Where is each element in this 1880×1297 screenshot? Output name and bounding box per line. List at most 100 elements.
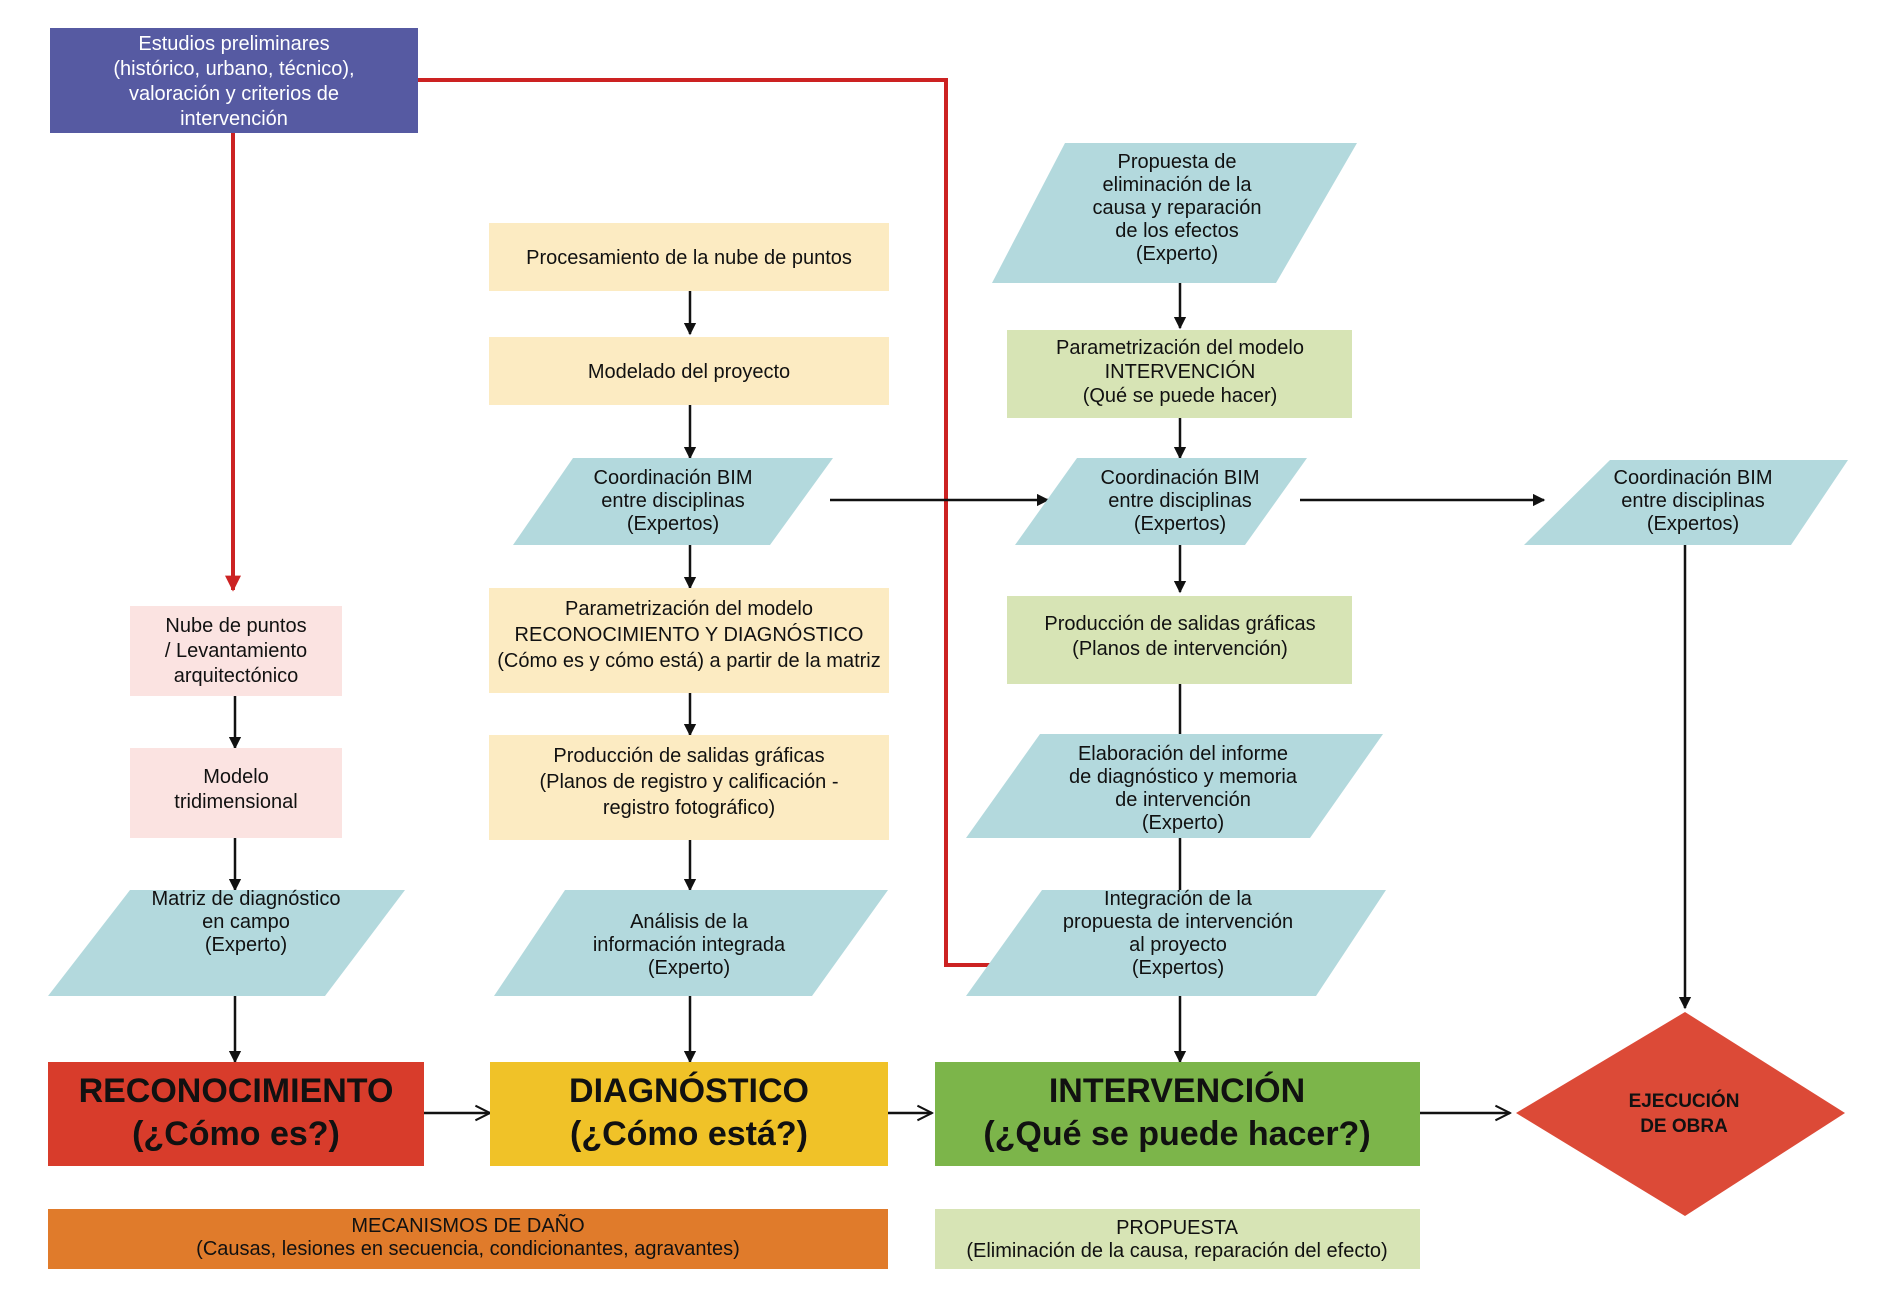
label-coord1-line-2: entre disciplinas bbox=[601, 490, 744, 512]
label-intervencion-line-1: INTERVENCIÓN bbox=[1049, 1072, 1305, 1110]
label-param-rd-line-3: (Cómo es y cómo está) a partir de la mat… bbox=[497, 650, 880, 672]
label-coord1-line-3: (Expertos) bbox=[627, 513, 719, 535]
box-propuesta bbox=[935, 1209, 1420, 1269]
label-coord1-line-1: Coordinación BIM bbox=[594, 467, 753, 489]
box-mecanismos bbox=[48, 1209, 888, 1269]
label-propuesta-line-1: PROPUESTA bbox=[1116, 1217, 1239, 1239]
label-propuesta-elim-line-5: (Experto) bbox=[1136, 243, 1218, 265]
label-estudios-line-2: (histórico, urbano, técnico), bbox=[113, 58, 354, 80]
node-labels: Estudios preliminares(histórico, urbano,… bbox=[79, 33, 1773, 1262]
label-nube-line-1: Nube de puntos bbox=[165, 615, 306, 637]
label-elaboracion-line-2: de diagnóstico y memoria bbox=[1069, 766, 1298, 788]
label-nube-line-2: / Levantamiento bbox=[165, 640, 307, 662]
label-matriz-line-2: en campo bbox=[202, 911, 290, 933]
node-shapes bbox=[48, 28, 1848, 1269]
box-produccion2 bbox=[1007, 596, 1352, 684]
label-coord3-line-2: entre disciplinas bbox=[1621, 490, 1764, 512]
label-estudios-line-4: intervención bbox=[180, 108, 288, 130]
label-modelado-line-1: Modelado del proyecto bbox=[588, 361, 790, 383]
label-coord2-line-2: entre disciplinas bbox=[1108, 490, 1251, 512]
box-coord2 bbox=[1015, 458, 1307, 545]
label-elaboracion-line-4: (Experto) bbox=[1142, 812, 1224, 834]
label-procesamiento: Procesamiento de la nube de puntos bbox=[526, 247, 852, 269]
box-elaboracion bbox=[966, 734, 1383, 838]
box-modelo3d bbox=[130, 748, 342, 838]
label-intervencion-line-2: (¿Qué se puede hacer?) bbox=[983, 1115, 1370, 1153]
label-modelado: Modelado del proyecto bbox=[588, 361, 790, 383]
label-coord2-line-1: Coordinación BIM bbox=[1101, 467, 1260, 489]
label-elaboracion-line-3: de intervención bbox=[1115, 789, 1251, 811]
label-ejecucion: EJECUCIÓN DE OBRA bbox=[1629, 1090, 1740, 1137]
label-param-rd-line-1: Parametrización del modelo bbox=[565, 598, 813, 620]
label-nube-line-3: arquitectónico bbox=[174, 665, 299, 687]
red-connectors bbox=[225, 78, 1000, 967]
box-modelado bbox=[489, 337, 889, 405]
label-integracion-line-4: (Expertos) bbox=[1132, 957, 1224, 979]
box-ejecucion bbox=[1516, 1012, 1845, 1216]
label-reconocimiento: RECONOCIMIENTO (¿Cómo es?) bbox=[79, 1072, 394, 1153]
label-propuesta: PROPUESTA(Eliminación de la causa, repar… bbox=[966, 1217, 1387, 1262]
label-analisis-line-1: Análisis de la bbox=[630, 911, 749, 933]
label-param-int-line-1: Parametrización del modelo bbox=[1056, 337, 1304, 359]
label-coord2-line-3: (Expertos) bbox=[1134, 513, 1226, 535]
box-produccion1 bbox=[489, 735, 889, 840]
box-propuesta-elim bbox=[992, 143, 1357, 283]
label-diagnostico-line-1: DIAGNÓSTICO bbox=[569, 1072, 809, 1110]
label-propuesta-line-2: (Eliminación de la causa, reparación del… bbox=[966, 1240, 1387, 1262]
box-integracion bbox=[966, 890, 1386, 996]
label-modelo3d-line-2: tridimensional bbox=[174, 791, 297, 813]
label-elaboracion-line-1: Elaboración del informe bbox=[1078, 743, 1288, 765]
label-produccion1-line-1: Producción de salidas gráficas bbox=[553, 745, 824, 767]
label-modelo3d-line-1: Modelo bbox=[203, 766, 269, 788]
label-modelo3d: Modelo tridimensional bbox=[174, 766, 297, 813]
label-reconocimiento-line-2: (¿Cómo es?) bbox=[132, 1115, 340, 1153]
box-coord3 bbox=[1524, 460, 1848, 545]
box-param-rd bbox=[489, 588, 889, 693]
label-param-rd-line-2: RECONOCIMIENTO Y DIAGNÓSTICO bbox=[515, 623, 864, 646]
label-param-int-line-3: (Qué se puede hacer) bbox=[1083, 385, 1278, 407]
box-diagnostico bbox=[490, 1062, 888, 1166]
box-matriz bbox=[48, 890, 405, 996]
label-mecanismos: MECANISMOS DE DAÑO(Causas, lesiones en s… bbox=[196, 1213, 740, 1260]
box-analisis bbox=[494, 890, 888, 996]
label-reconocimiento-line-1: RECONOCIMIENTO bbox=[79, 1072, 394, 1110]
label-ejecucion-line-2: DE OBRA bbox=[1640, 1116, 1728, 1137]
label-param-int-line-2: INTERVENCIÓN bbox=[1105, 360, 1256, 383]
label-analisis-line-3: (Experto) bbox=[648, 957, 730, 979]
black-connectors bbox=[228, 283, 1692, 1113]
box-nube bbox=[130, 606, 342, 696]
label-procesamiento-line-1: Procesamiento de la nube de puntos bbox=[526, 247, 852, 269]
red-line-estudios-to-integracion bbox=[418, 78, 1000, 967]
box-procesamiento bbox=[489, 223, 889, 291]
label-produccion1-line-2: (Planos de registro y calificación - bbox=[539, 771, 838, 793]
label-ejecucion-line-1: EJECUCIÓN bbox=[1629, 1090, 1740, 1112]
label-produccion1-line-3: registro fotográfico) bbox=[603, 797, 775, 819]
label-diagnostico-line-2: (¿Cómo está?) bbox=[570, 1115, 808, 1153]
label-propuesta-elim-line-3: causa y reparación bbox=[1093, 197, 1262, 219]
label-nube: Nube de puntos / Levantamiento arquitectón… bbox=[165, 615, 307, 687]
label-produccion1: Producción de salidas gráficas (Planos de… bbox=[539, 745, 838, 819]
label-integracion-line-2: propuesta de intervención bbox=[1063, 911, 1293, 933]
box-intervencion bbox=[935, 1062, 1420, 1166]
label-matriz-line-1: Matriz de diagnóstico bbox=[152, 888, 341, 910]
label-integracion-line-1: Integración de la bbox=[1104, 888, 1253, 910]
label-propuesta-elim-line-4: de los efectos bbox=[1115, 220, 1238, 242]
label-intervencion: INTERVENCIÓN (¿Qué se puede hacer?) bbox=[983, 1072, 1370, 1153]
label-propuesta-elim-line-2: eliminación de la bbox=[1103, 174, 1253, 196]
label-mecanismos-line-1: MECANISMOS DE DAÑO bbox=[351, 1213, 584, 1237]
label-produccion2-line-1: Producción de salidas gráficas bbox=[1044, 613, 1315, 635]
box-reconocimiento bbox=[48, 1062, 424, 1166]
box-coord1 bbox=[513, 458, 833, 545]
box-estudios bbox=[50, 28, 418, 133]
